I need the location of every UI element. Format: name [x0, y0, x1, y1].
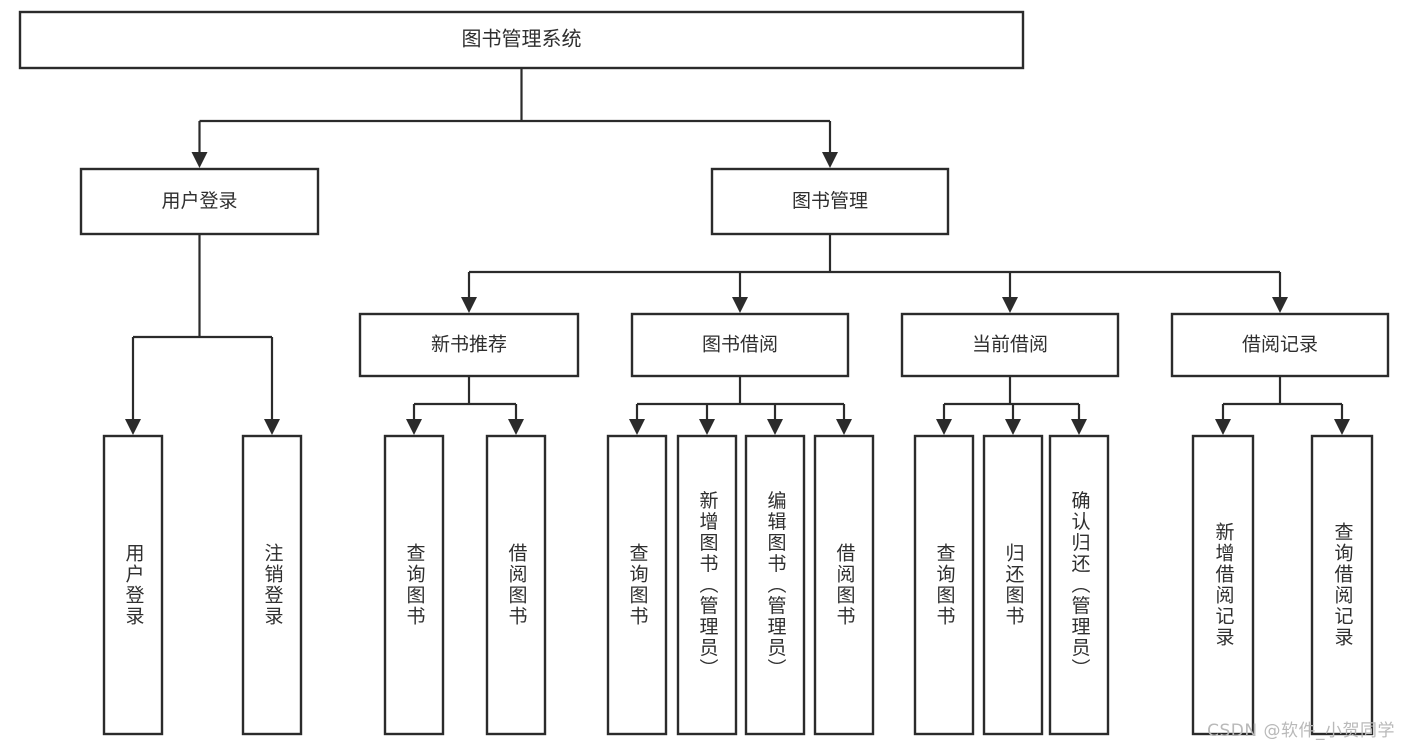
node-l-nb-query[interactable]: 查询图书	[383, 434, 445, 736]
arrow-head-icon	[732, 297, 748, 313]
node-l-logout[interactable]: 注销登录	[241, 434, 303, 736]
node-label: 当前借阅	[972, 334, 1048, 356]
node-l-bb-query[interactable]: 查询图书	[606, 434, 668, 736]
node-l-br-query[interactable]: 查询借阅记录	[1310, 434, 1374, 736]
node-label: 借阅记录	[1242, 334, 1318, 356]
arrow-head-icon	[191, 152, 208, 168]
node-box	[102, 434, 164, 736]
node-label: 图书管理	[792, 190, 868, 212]
node-box	[241, 434, 303, 736]
connector-group-n-current-borrow	[936, 376, 1087, 435]
arrow-head-icon	[699, 419, 715, 435]
arrow-head-icon	[629, 419, 645, 435]
node-l-bb-edit[interactable]: 编辑图书（管理员）	[744, 434, 806, 736]
node-label: 新增图书（管理员）	[697, 490, 719, 679]
node-box	[982, 434, 1044, 736]
node-label: 注销登录	[262, 543, 284, 627]
connector-group-n-borrow-record	[1215, 376, 1350, 435]
node-label: 确认归还（管理员）	[1069, 490, 1091, 679]
arrow-head-icon	[1334, 419, 1350, 435]
arrow-head-icon	[836, 419, 852, 435]
arrow-head-icon	[1272, 297, 1288, 313]
node-box	[676, 434, 738, 736]
node-label: 查询图书	[627, 543, 649, 627]
connector-group-root	[191, 68, 838, 168]
node-box	[18, 10, 1025, 70]
node-layer: 图书管理系统用户登录图书管理新书推荐图书借阅当前借阅借阅记录用户登录注销登录查询…	[18, 10, 1390, 736]
node-n-book-borrow[interactable]: 图书借阅	[630, 312, 850, 378]
node-box	[383, 434, 445, 736]
connector-layer	[125, 68, 1350, 435]
node-label: 图书借阅	[702, 334, 778, 356]
node-n-book-manage[interactable]: 图书管理	[710, 167, 950, 236]
node-n-current-borrow[interactable]: 当前借阅	[900, 312, 1120, 378]
node-box	[913, 434, 975, 736]
node-box	[900, 312, 1120, 378]
node-n-borrow-record[interactable]: 借阅记录	[1170, 312, 1390, 378]
arrow-head-icon	[461, 297, 477, 313]
arrow-head-icon	[125, 419, 141, 435]
node-label: 编辑图书（管理员）	[765, 490, 787, 679]
node-box	[606, 434, 668, 736]
node-l-cb-query[interactable]: 查询图书	[913, 434, 975, 736]
node-root[interactable]: 图书管理系统	[18, 10, 1025, 70]
node-box	[79, 167, 320, 236]
node-label: 借阅图书	[834, 543, 856, 627]
arrow-head-icon	[767, 419, 783, 435]
node-label: 查询图书	[404, 543, 426, 627]
node-label: 查询图书	[934, 543, 956, 627]
node-label: 借阅图书	[506, 543, 528, 627]
connector-group-n-user-login	[125, 234, 280, 435]
arrow-head-icon	[1071, 419, 1087, 435]
arrow-head-icon	[508, 419, 524, 435]
connector-group-n-book-manage	[461, 234, 1288, 313]
node-box	[485, 434, 547, 736]
node-box	[1170, 312, 1390, 378]
node-label: 图书管理系统	[462, 27, 582, 51]
arrow-head-icon	[264, 419, 280, 435]
node-l-user-login[interactable]: 用户登录	[102, 434, 164, 736]
node-box	[813, 434, 875, 736]
node-box	[358, 312, 580, 378]
node-box	[1310, 434, 1374, 736]
node-box	[744, 434, 806, 736]
node-l-bb-borrow[interactable]: 借阅图书	[813, 434, 875, 736]
node-label: 用户登录	[123, 543, 145, 627]
connector-group-n-book-borrow	[629, 376, 852, 435]
node-l-nb-borrow[interactable]: 借阅图书	[485, 434, 547, 736]
node-l-bb-add[interactable]: 新增图书（管理员）	[676, 434, 738, 736]
node-label: 新书推荐	[431, 334, 507, 356]
node-label: 新增借阅记录	[1213, 522, 1235, 648]
node-box	[630, 312, 850, 378]
arrow-head-icon	[406, 419, 422, 435]
arrow-head-icon	[1215, 419, 1231, 435]
node-box	[1048, 434, 1110, 736]
connector-group-n-new-book	[406, 376, 524, 435]
arrow-head-icon	[822, 152, 838, 168]
node-box	[710, 167, 950, 236]
node-l-br-add[interactable]: 新增借阅记录	[1191, 434, 1255, 736]
node-label: 用户登录	[161, 190, 237, 212]
node-label: 查询借阅记录	[1332, 522, 1354, 648]
arrow-head-icon	[1002, 297, 1018, 313]
arrow-head-icon	[936, 419, 952, 435]
node-l-cb-confirm[interactable]: 确认归还（管理员）	[1048, 434, 1110, 736]
node-n-user-login[interactable]: 用户登录	[79, 167, 320, 236]
node-n-new-book[interactable]: 新书推荐	[358, 312, 580, 378]
node-box	[1191, 434, 1255, 736]
arrow-head-icon	[1005, 419, 1021, 435]
node-l-cb-return[interactable]: 归还图书	[982, 434, 1044, 736]
node-label: 归还图书	[1003, 543, 1025, 627]
